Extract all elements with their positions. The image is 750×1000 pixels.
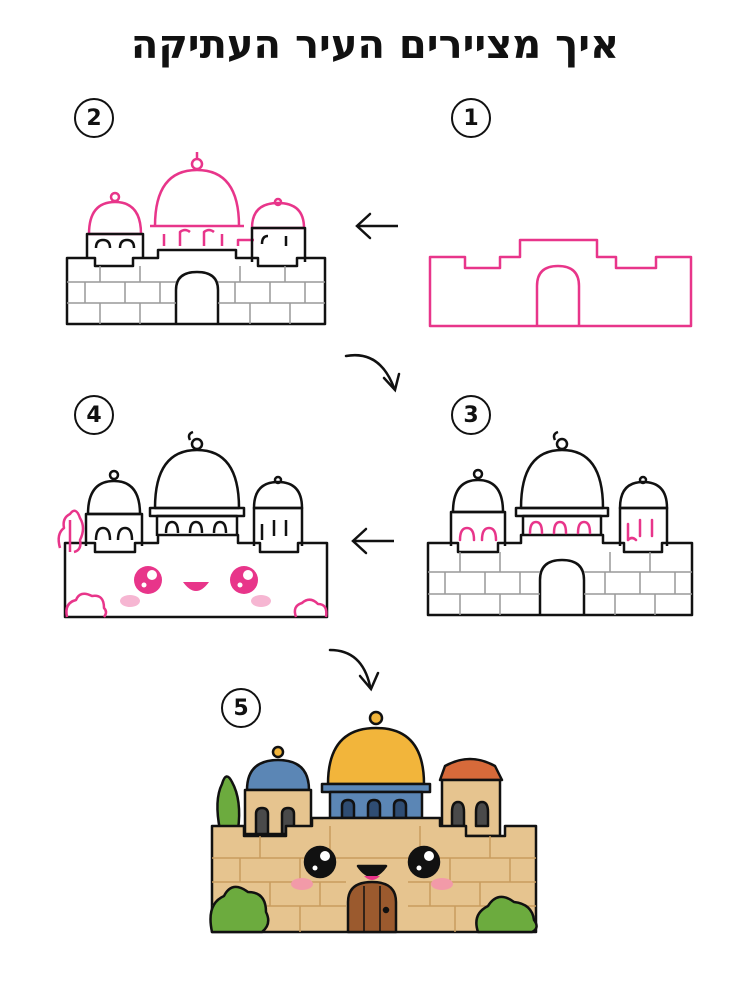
step-5-castle	[209, 710, 538, 934]
arrow-step3-to-step4	[351, 527, 394, 555]
step-4-badge: 4	[74, 395, 114, 435]
page-title: איך מציירים העיר העתיקה	[130, 22, 620, 68]
arrow-step2-to-step3	[344, 353, 401, 393]
step-2-badge: 2	[74, 98, 114, 138]
step-3-badge: 3	[451, 395, 491, 435]
step-2-castle	[65, 152, 327, 326]
arrow-step4-to-step5	[328, 648, 380, 692]
step-4-face	[120, 566, 271, 607]
step-1-badge: 1	[451, 98, 491, 138]
step-5-badge: 5	[221, 688, 261, 728]
step-1-wall-outline	[428, 238, 693, 328]
arrow-step1-to-step2	[355, 212, 398, 240]
step-3-castle	[426, 430, 694, 617]
step-4-castle	[57, 430, 329, 619]
